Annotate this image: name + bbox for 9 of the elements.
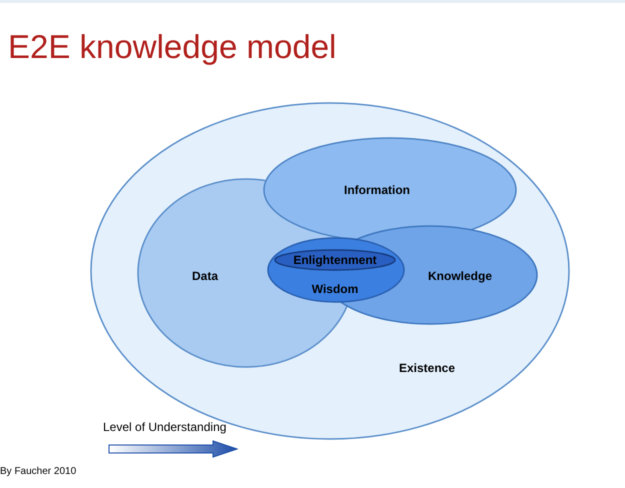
axis-label: Level of Understanding — [103, 420, 226, 434]
node-label: Information — [344, 183, 410, 197]
title: E2E knowledge model — [8, 28, 336, 66]
node-label: Wisdom — [312, 282, 358, 296]
node-label: Data — [192, 269, 218, 283]
node-label: Enlightenment — [293, 253, 377, 267]
node-label: Knowledge — [428, 269, 492, 283]
node-label: Existence — [398, 361, 456, 375]
credit-note: By Faucher 2010 — [0, 466, 76, 477]
